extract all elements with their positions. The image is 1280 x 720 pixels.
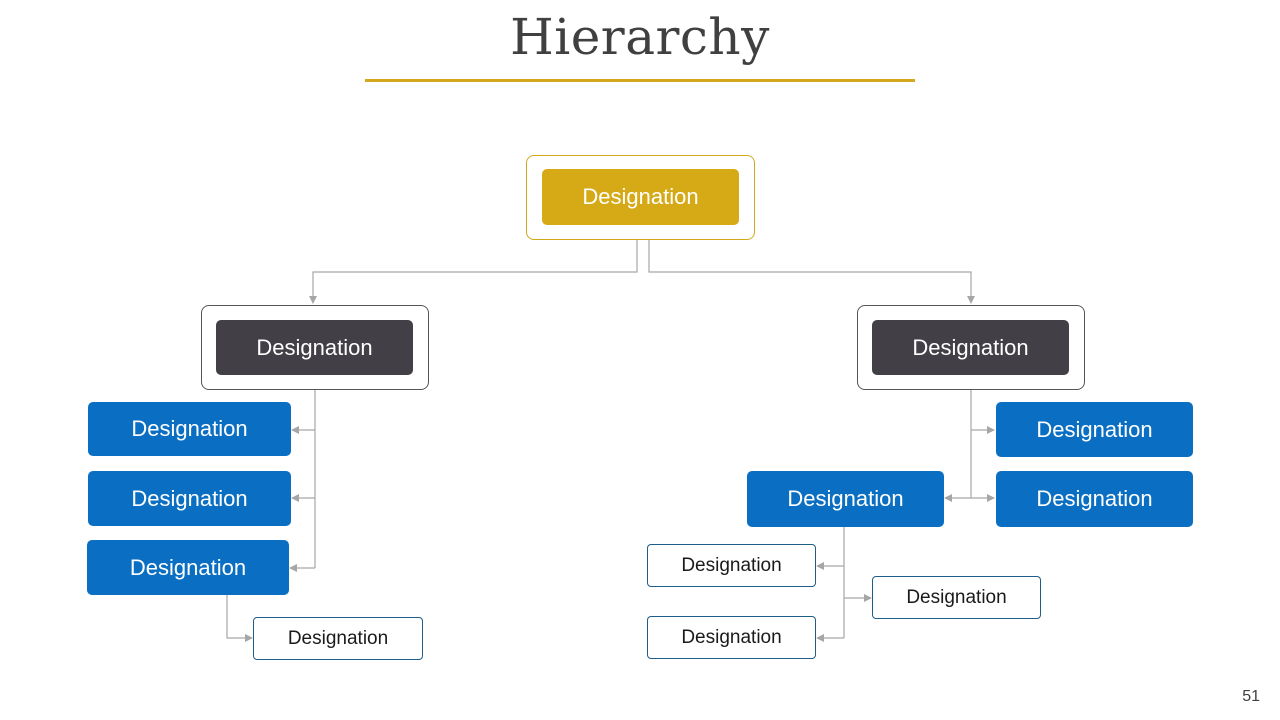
- connector-root-right: [648, 240, 975, 304]
- right-manager-node[interactable]: Designation: [872, 320, 1069, 375]
- connector-root-left: [309, 240, 638, 304]
- left-sub-node-1[interactable]: Designation: [253, 617, 423, 660]
- connector-left-sub-1: [226, 595, 253, 642]
- right-child-node-2[interactable]: Designation: [996, 471, 1193, 527]
- root-node[interactable]: Designation: [542, 169, 739, 225]
- right-child-node-3[interactable]: Designation: [747, 471, 944, 527]
- left-child-node-1[interactable]: Designation: [88, 402, 291, 456]
- right-sub-node-2[interactable]: Designation: [872, 576, 1041, 619]
- left-manager-node[interactable]: Designation: [216, 320, 413, 375]
- right-sub-node-1[interactable]: Designation: [647, 544, 816, 587]
- left-child-node-2[interactable]: Designation: [88, 471, 291, 526]
- right-sub-node-3[interactable]: Designation: [647, 616, 816, 659]
- title-underline: [365, 79, 915, 82]
- right-child-node-1[interactable]: Designation: [996, 402, 1193, 457]
- slide-title: Hierarchy: [510, 8, 770, 66]
- left-child-node-3[interactable]: Designation: [87, 540, 289, 595]
- page-number: 51: [1242, 688, 1260, 705]
